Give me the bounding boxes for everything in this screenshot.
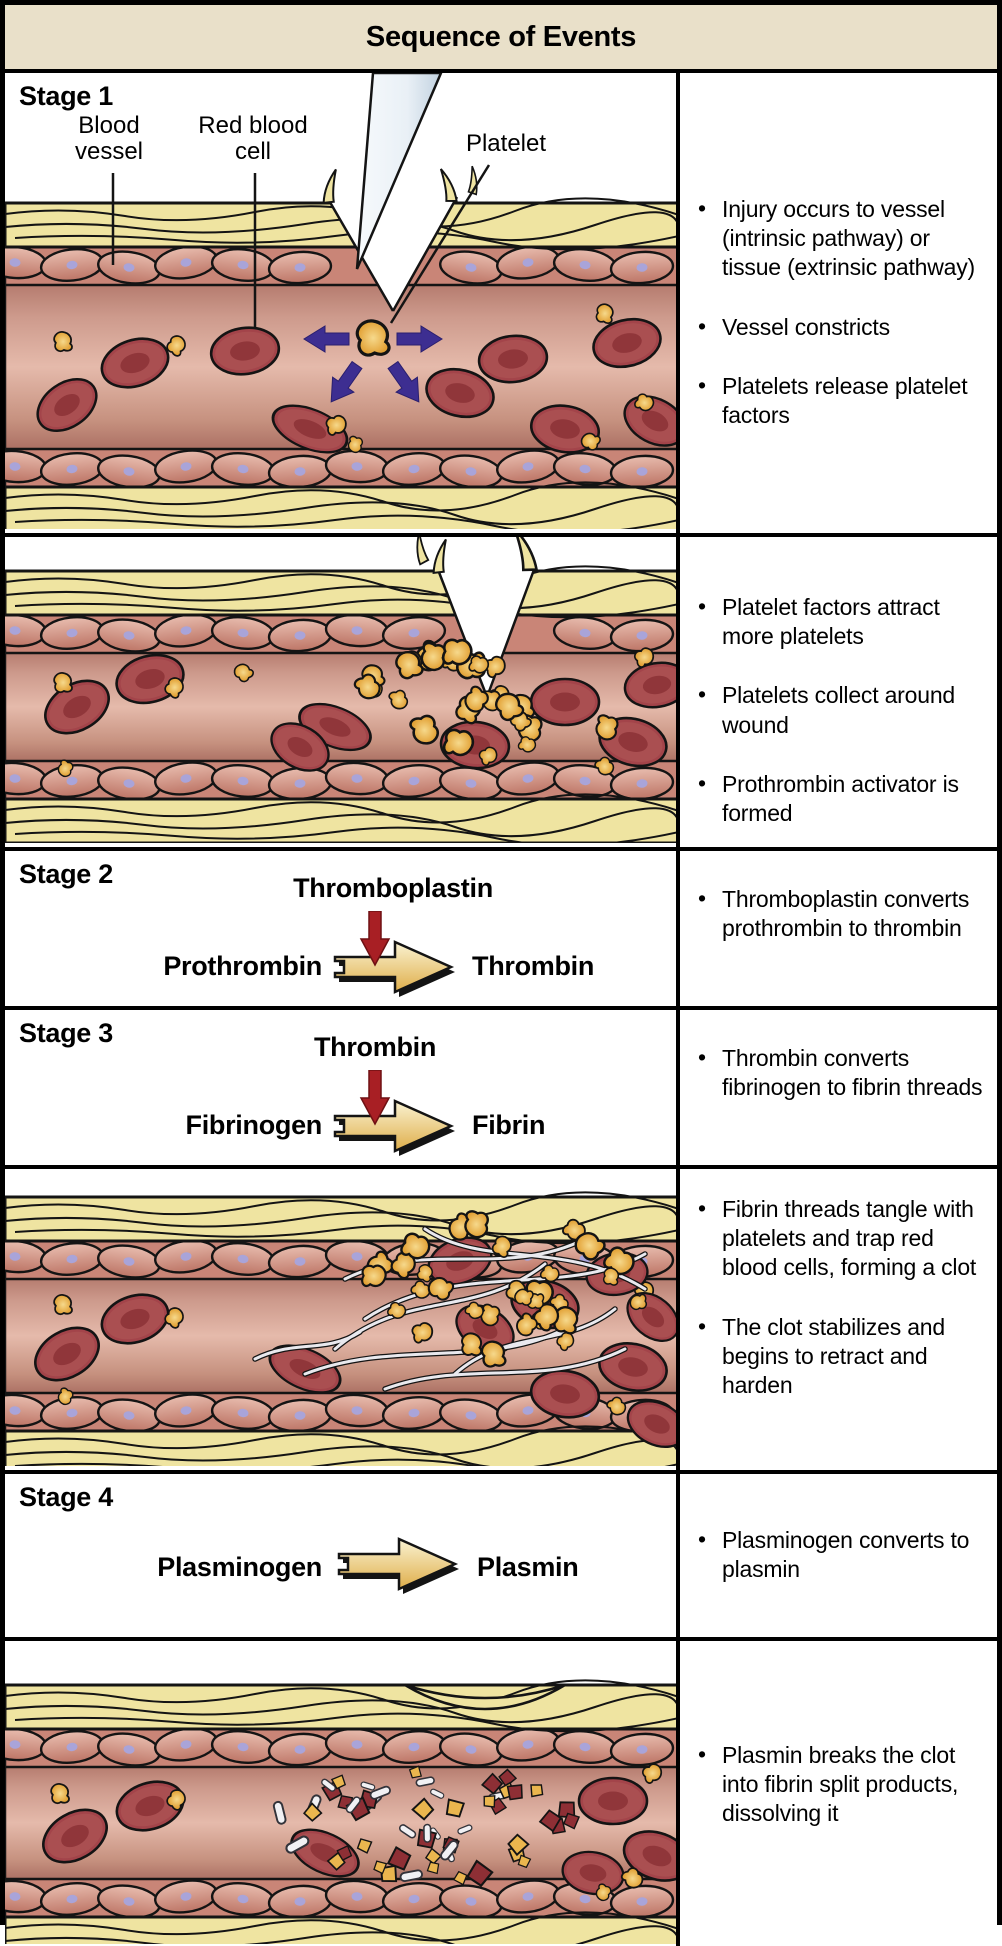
vessel-fiber-layer-bottom — [5, 480, 676, 529]
platelet-plug-illustration — [5, 537, 676, 843]
stage4-product: Plasmin — [477, 1552, 579, 1582]
right-arrow-icon — [333, 940, 455, 997]
stage2-substrate: Prothrombin — [163, 951, 322, 981]
dissolution-notes: Plasmin breaks the clot into fibrin spli… — [680, 1641, 997, 1946]
aggregation-notes: Platelet factors attract more platelets … — [680, 537, 997, 847]
row-dissolution: Plasmin breaks the clot into fibrin spli… — [5, 1641, 997, 1946]
bullet-item: Thromboplastin converts prothrombin to t… — [696, 884, 991, 943]
bullet-item: Platelet factors attract more platelets — [696, 592, 991, 651]
platelet-label: Platelet — [465, 130, 547, 157]
bullet-item: The clot stabilizes and begins to retrac… — [696, 1312, 991, 1401]
label-leader-lines — [111, 164, 491, 329]
row-stage1: Stage 1 Blood vessel Red blood cell Plat… — [5, 73, 997, 537]
stage3-reaction-panel: Stage 3 Thrombin Fibrinogen Fibrin — [5, 1010, 680, 1165]
clot-bullet-list: Fibrin threads tangle with platelets and… — [696, 1194, 991, 1401]
red-blood-cell-label: Red blood cell — [198, 112, 308, 166]
stage3-notes: Thrombin converts fibrinogen to fibrin t… — [680, 1010, 997, 1165]
row-stage4: Stage 4 Plasminogen Plasmin Plasminogen … — [5, 1474, 997, 1641]
stage2-product: Thrombin — [472, 951, 595, 981]
down-arrow-icon — [359, 1070, 391, 1126]
platelet-factor-arrows-icon — [303, 325, 443, 403]
stage4-bullet-list: Plasminogen converts to plasmin — [696, 1525, 991, 1584]
stage2-reaction-panel: Stage 2 Thromboplastin Prothrombin Throm… — [5, 851, 680, 1006]
page-title: Sequence of Events — [365, 20, 637, 53]
right-arrow-icon — [333, 1099, 455, 1156]
needle — [355, 73, 443, 270]
stage3-substrate: Fibrinogen — [185, 1110, 323, 1140]
right-arrow-icon — [337, 1537, 459, 1594]
bullet-item: Plasminogen converts to plasmin — [696, 1525, 991, 1584]
bullet-item: Thrombin converts fibrinogen to fibrin t… — [696, 1043, 991, 1102]
activated-platelet — [355, 319, 391, 357]
bullet-item: Injury occurs to vessel (intrinsic pathw… — [696, 194, 991, 283]
stage3-enzyme: Thrombin — [313, 1032, 437, 1062]
dissolution-illustration-panel — [5, 1641, 680, 1946]
stage3-label: Stage 3 — [19, 1018, 113, 1048]
clot-notes: Fibrin threads tangle with platelets and… — [680, 1169, 997, 1470]
clot-illustration — [5, 1190, 676, 1466]
bullet-item: Platelets release platelet factors — [696, 371, 991, 430]
row-platelet-aggregation: Platelet factors attract more platelets … — [5, 537, 997, 851]
aggregation-illustration-panel — [5, 537, 680, 847]
stage1-bullet-list: Injury occurs to vessel (intrinsic pathw… — [696, 194, 991, 430]
row-stage3: Stage 3 Thrombin Fibrinogen Fibrin Throm… — [5, 1010, 997, 1169]
row-clot: Fibrin threads tangle with platelets and… — [5, 1169, 997, 1474]
row-stage2: Stage 2 Thromboplastin Prothrombin Throm… — [5, 851, 997, 1010]
bullet-item: Vessel constricts — [696, 312, 991, 342]
diagram-header: Sequence of Events — [5, 5, 997, 73]
clot-illustration-panel — [5, 1169, 680, 1470]
stage1-label: Stage 1 — [19, 81, 113, 111]
stage4-notes: Plasminogen converts to plasmin — [680, 1474, 997, 1637]
dissolving-clot-illustration — [5, 1678, 676, 1944]
healed-wound-dip — [404, 1683, 566, 1711]
stage2-bullet-list: Thromboplastin converts prothrombin to t… — [696, 884, 991, 943]
stage2-label: Stage 2 — [19, 859, 113, 889]
stage3-product: Fibrin — [472, 1110, 546, 1140]
wound-gap — [437, 567, 535, 697]
stage2-notes: Thromboplastin converts prothrombin to t… — [680, 851, 997, 1006]
down-arrow-icon — [359, 911, 391, 967]
stage1-illustration-panel: Stage 1 Blood vessel Red blood cell Plat… — [5, 73, 680, 533]
bullet-item: Platelets collect around wound — [696, 680, 991, 739]
stage2-enzyme: Thromboplastin — [293, 873, 493, 903]
aggregation-bullet-list: Platelet factors attract more platelets … — [696, 592, 991, 828]
blood-vessel-label: Blood vessel — [74, 112, 144, 166]
bullet-item: Prothrombin activator is formed — [696, 769, 991, 828]
dissolution-bullet-list: Plasmin breaks the clot into fibrin spli… — [696, 1740, 991, 1829]
stage3-bullet-list: Thrombin converts fibrinogen to fibrin t… — [696, 1043, 991, 1102]
bullet-item: Fibrin threads tangle with platelets and… — [696, 1194, 991, 1283]
stage4-label: Stage 4 — [19, 1482, 113, 1512]
stage4-reaction-panel: Stage 4 Plasminogen Plasmin — [5, 1474, 680, 1637]
stage1-notes: Injury occurs to vessel (intrinsic pathw… — [680, 73, 997, 533]
stage4-substrate: Plasminogen — [157, 1552, 322, 1582]
injured-vessel-illustration — [5, 73, 676, 529]
bullet-item: Plasmin breaks the clot into fibrin spli… — [696, 1740, 991, 1829]
